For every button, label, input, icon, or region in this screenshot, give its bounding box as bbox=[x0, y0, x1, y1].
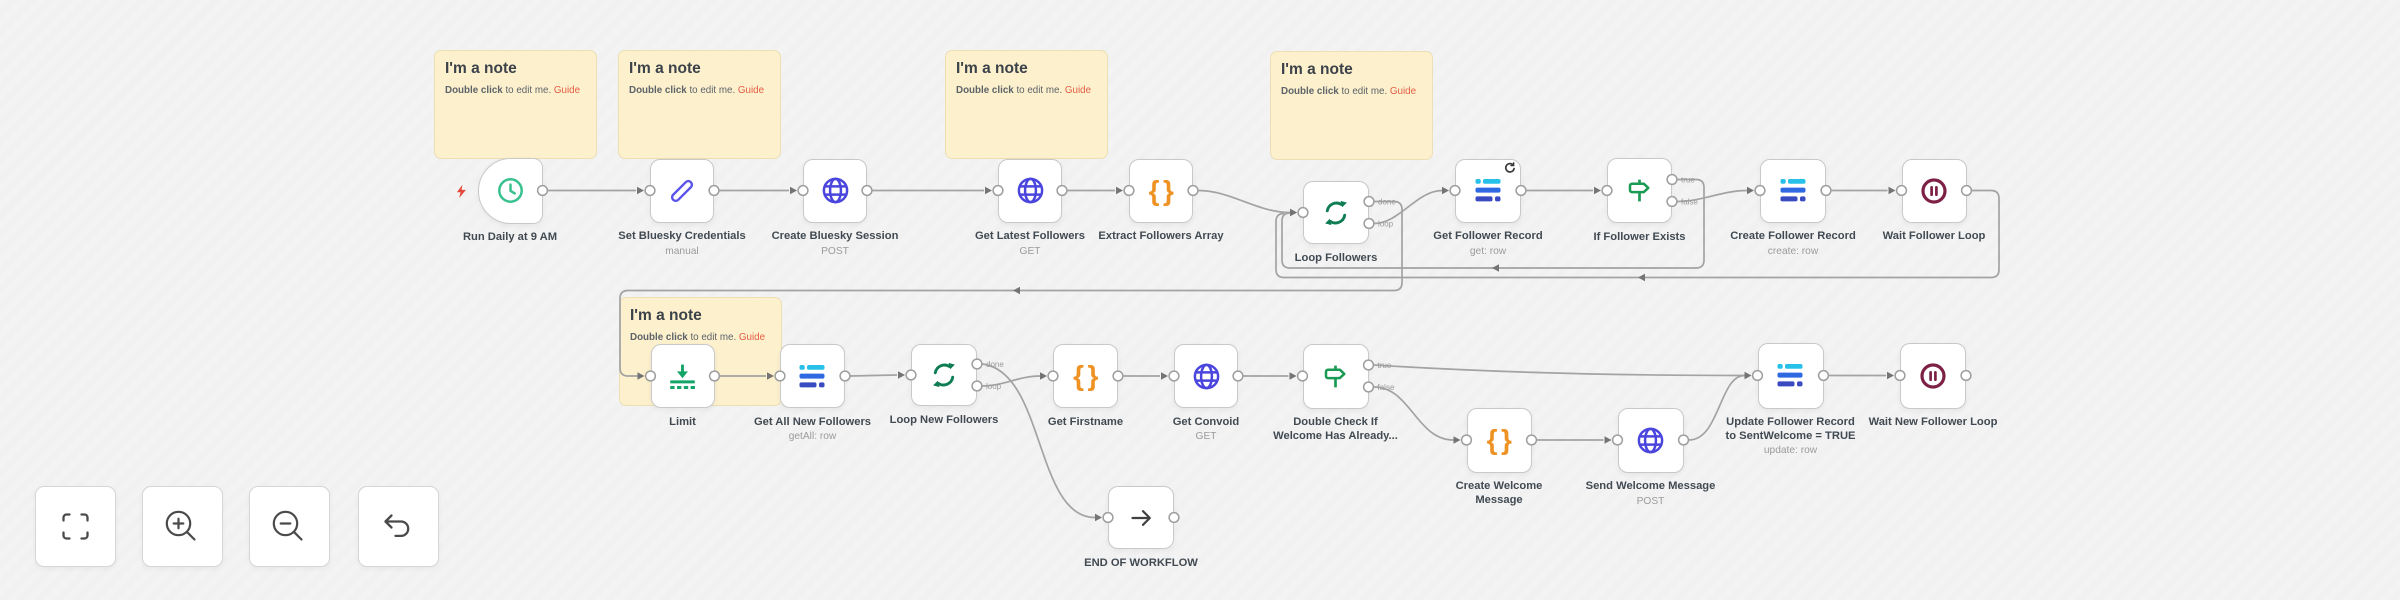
svg-text:false: false bbox=[1378, 383, 1395, 392]
svg-text:true: true bbox=[1378, 361, 1392, 370]
svg-text:true: true bbox=[1681, 176, 1695, 185]
svg-text:done: done bbox=[1378, 198, 1396, 207]
svg-text:loop: loop bbox=[1378, 220, 1394, 229]
svg-text:loop: loop bbox=[986, 382, 1002, 391]
svg-text:done: done bbox=[986, 360, 1004, 369]
svg-text:false: false bbox=[1681, 198, 1698, 207]
